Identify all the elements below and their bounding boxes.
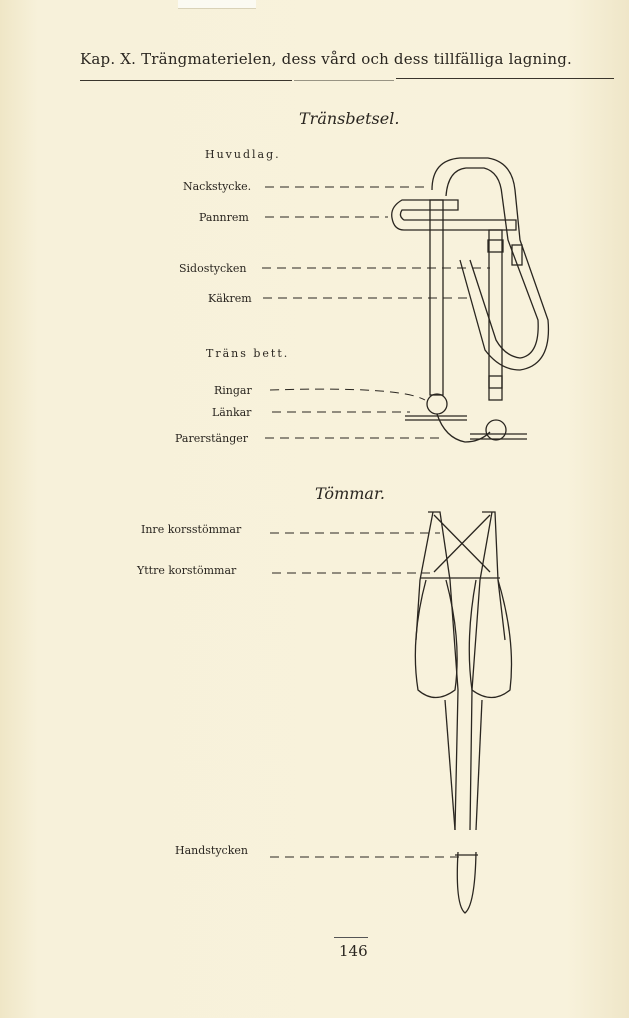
running-header: Kap. X. Trängmaterielen, dess vård och d… (80, 50, 573, 68)
label-lankar: Länkar (212, 406, 252, 419)
label-parerstanger: Parerstänger (175, 432, 249, 445)
section-title-tommar: Tömmar. (315, 484, 385, 503)
label-handstycken: Handstycken (175, 844, 248, 857)
header-rule (80, 80, 292, 81)
header-rule (294, 80, 394, 81)
reins-illustration (270, 511, 513, 914)
label-pannrem: Pannrem (199, 211, 249, 224)
label-inre-korsstommar: Inre korsstömmar (141, 523, 242, 536)
group-label-huvudlag: Huvudlag. (205, 148, 281, 161)
paper-tab (178, 0, 256, 9)
label-ringar: Ringar (214, 384, 252, 397)
label-sidostycken: Sidostycken (179, 262, 247, 275)
header-rule (396, 78, 614, 79)
group-label-transbett: Träns bett. (206, 347, 290, 360)
label-kakrem: Käkrem (208, 292, 252, 305)
page-number: 146 (339, 942, 368, 960)
label-yttre-korstommar: Yttre korstömmar (137, 564, 237, 577)
page-number-rule (334, 937, 368, 938)
label-nackstycke: Nackstycke. (183, 180, 252, 193)
section-title-transbetsel: Tränsbetsel. (299, 109, 400, 128)
bridle-illustration (262, 157, 550, 443)
